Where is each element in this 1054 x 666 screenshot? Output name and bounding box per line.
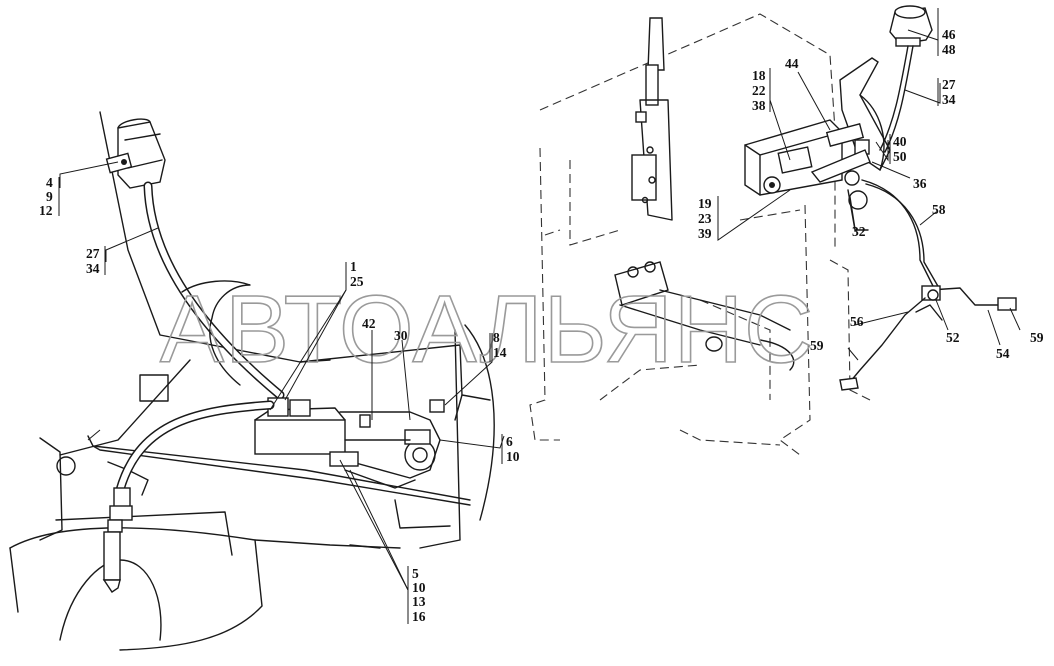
callout-label: 23 xyxy=(698,211,712,226)
callout-30: 30 xyxy=(394,328,408,343)
callout-label: 9 xyxy=(46,189,53,204)
callout-36: 36 xyxy=(913,176,927,191)
callout-label: 46 xyxy=(942,27,956,42)
callout-label: 18 xyxy=(752,68,766,83)
left-lower-hose xyxy=(102,400,275,593)
callout-46-48: 46 48 xyxy=(937,8,956,57)
callout-27-34-left: 27 34 xyxy=(86,246,106,276)
callout-label: 22 xyxy=(752,83,766,98)
callout-label: 1 xyxy=(350,259,357,274)
lower-cylinder xyxy=(614,261,795,371)
callout-label: 10 xyxy=(506,449,520,464)
callout-label: 8 xyxy=(493,330,500,345)
callout-42: 42 xyxy=(362,316,376,331)
callout-label: 34 xyxy=(942,92,956,107)
callout-56: 56 xyxy=(850,314,864,329)
callout-label: 48 xyxy=(942,42,956,57)
right-brake-line xyxy=(839,179,1017,391)
callout-label: 10 xyxy=(412,580,426,595)
left-reservoir xyxy=(105,118,285,400)
callout-label: 40 xyxy=(893,134,907,149)
callout-label: 16 xyxy=(412,609,426,624)
callout-label: 25 xyxy=(350,274,364,289)
callout-58: 58 xyxy=(932,202,946,217)
callout-label: 38 xyxy=(752,98,766,113)
callout-label: 14 xyxy=(493,345,507,360)
callout-label: 6 xyxy=(506,434,513,449)
callout-54: 54 xyxy=(996,346,1010,361)
callout-label: 13 xyxy=(412,594,426,609)
callout-40-50: 40 50 xyxy=(889,134,907,164)
callout-label: 19 xyxy=(698,196,712,211)
callout-59-right: 59 xyxy=(1030,330,1044,345)
watermark-text: АВТОАЛЬЯНС xyxy=(160,276,814,383)
callout-4-9-12: 4 9 12 xyxy=(39,175,60,218)
callout-label: 12 xyxy=(39,203,53,218)
callout-44: 44 xyxy=(785,56,799,71)
callout-label: 34 xyxy=(86,261,100,276)
callout-label: 27 xyxy=(86,246,100,261)
callout-1-25: 1 25 xyxy=(345,259,364,290)
callout-27-34-right: 27 34 xyxy=(937,77,956,107)
callout-8-14: 8 14 xyxy=(489,330,507,362)
callout-18-22-38: 18 22 38 xyxy=(752,68,771,113)
callout-52: 52 xyxy=(946,330,960,345)
callout-5-10-13-16: 5 10 13 16 xyxy=(407,566,426,624)
pedal-bracket xyxy=(744,57,891,231)
left-master-cylinder xyxy=(254,397,445,489)
callout-label: 5 xyxy=(412,566,419,581)
right-reservoir xyxy=(879,5,933,153)
callout-59-left: 59 xyxy=(810,338,824,353)
callout-label: 4 xyxy=(46,175,53,190)
callout-19-23-39: 19 23 39 xyxy=(698,196,719,241)
callout-label: 39 xyxy=(698,226,712,241)
callout-32: 32 xyxy=(852,224,866,239)
callout-6-10: 6 10 xyxy=(501,434,520,464)
hand-brake-lever xyxy=(631,17,673,221)
callout-label: 50 xyxy=(893,149,907,164)
callout-label: 27 xyxy=(942,77,956,92)
